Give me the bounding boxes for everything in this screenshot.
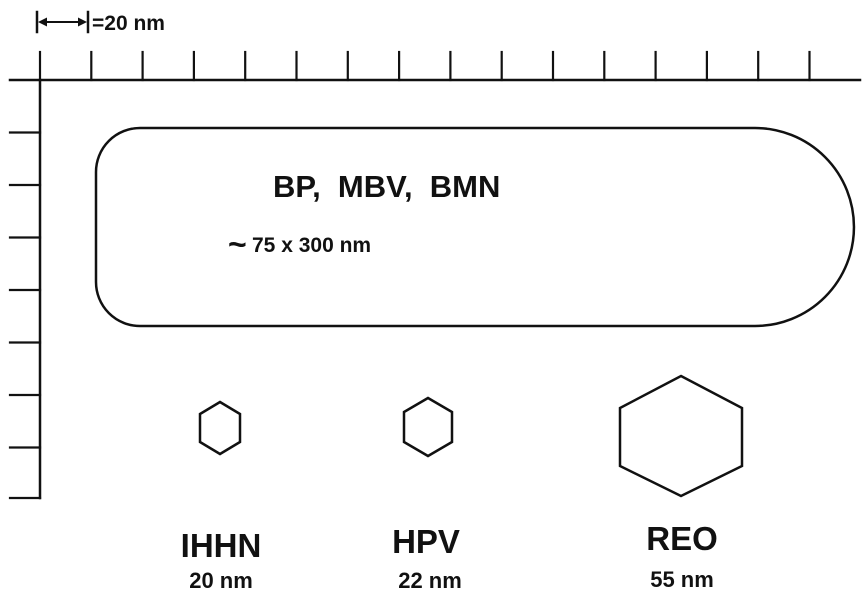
reo-hexagon (618, 374, 744, 498)
vertical-ruler-ticks (8, 131, 42, 500)
scale-bar: =20 nm (35, 10, 165, 35)
arrow-left-icon (38, 17, 47, 27)
hpv-hexagon (402, 396, 454, 458)
rod-virus-names: BP, MBV, BMN (273, 169, 500, 204)
rod-virus-outline (94, 126, 856, 328)
scale-bar-label: =20 nm (92, 12, 165, 35)
tilde-symbol: ~ (228, 226, 247, 262)
horizontal-ruler-ticks (38, 50, 811, 82)
arrow-right-icon (78, 17, 87, 27)
virus-size-reo: 55 nm (650, 567, 714, 592)
ihhn-hexagon (198, 400, 242, 456)
virus-size-ihhn: 20 nm (189, 568, 253, 593)
virus-label-hpv: HPV (392, 523, 460, 560)
virus-label-ihhn: IHHN (181, 527, 262, 564)
virus-size-hpv: 22 nm (398, 568, 462, 593)
virus-label-reo: REO (646, 520, 718, 557)
rod-virus-dimensions: 75 x 300 nm (252, 234, 371, 257)
